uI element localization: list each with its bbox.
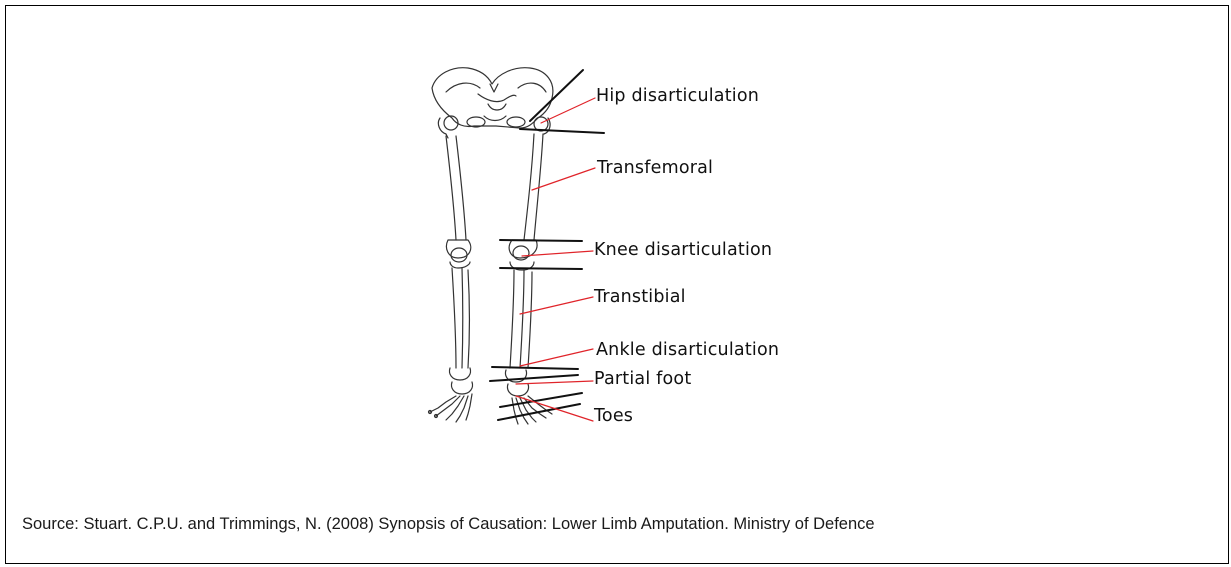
label-toes: Toes	[594, 406, 633, 426]
label-ankle-disarticulation: Ankle disarticulation	[596, 340, 779, 360]
label-partial-foot: Partial foot	[594, 369, 691, 389]
label-knee-disarticulation: Knee disarticulation	[594, 240, 772, 260]
left-foot	[429, 382, 473, 422]
leader-line-ankle	[520, 349, 593, 366]
label-leader-lines	[516, 98, 595, 421]
leader-line-partial-foot	[516, 381, 593, 384]
pelvis	[432, 68, 553, 128]
label-transfemoral: Transfemoral	[597, 158, 713, 178]
right-femur	[509, 117, 550, 258]
leader-line-transfemoral	[532, 168, 595, 190]
source-caption: Source: Stuart. C.P.U. and Trimmings, N.…	[22, 513, 1212, 535]
left-lower-leg	[449, 248, 470, 380]
cut-line-knee-upper	[500, 240, 582, 241]
cut-line-ankle	[492, 367, 578, 369]
cut-line-toes-lower	[498, 404, 580, 420]
cut-line-hip-horizontal	[520, 129, 604, 133]
cut-line-hip-diagonal	[530, 70, 583, 121]
cut-line-knee-lower	[500, 268, 582, 269]
skeleton-drawing	[429, 68, 553, 424]
label-hip-disarticulation: Hip disarticulation	[596, 86, 759, 106]
leader-line-toes	[516, 396, 593, 421]
label-transtibial: Transtibial	[594, 287, 686, 307]
cut-line-partial-foot	[490, 375, 578, 381]
left-femur	[438, 116, 470, 258]
